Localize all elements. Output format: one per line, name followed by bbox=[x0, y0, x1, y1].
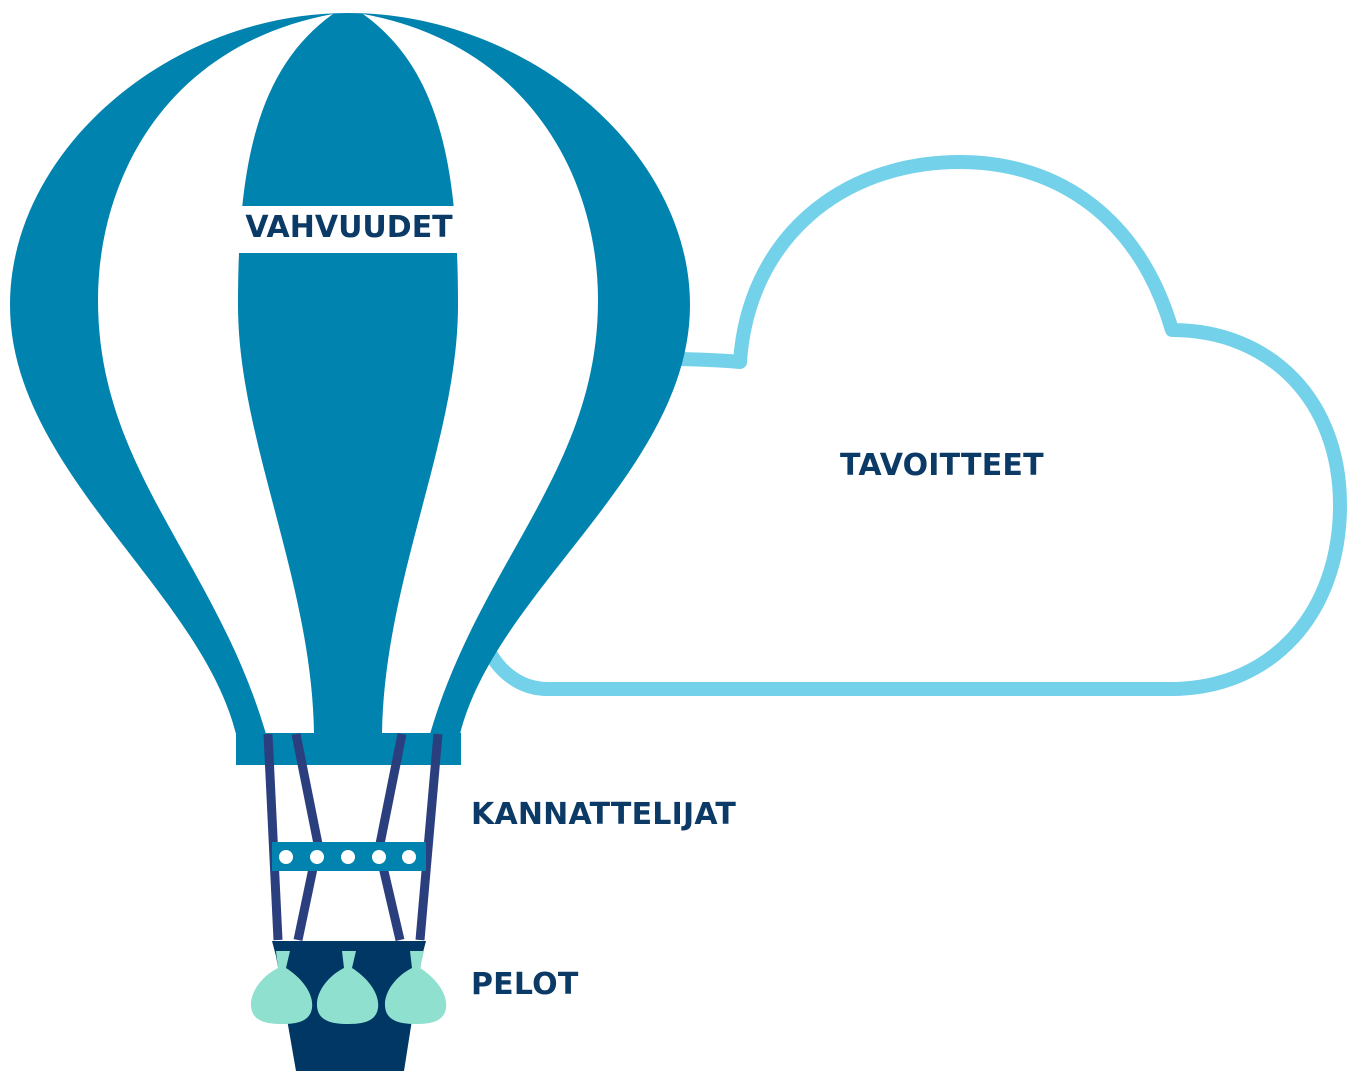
label-band bbox=[230, 206, 466, 253]
ropes bbox=[263, 733, 443, 942]
fears-label: PELOT bbox=[471, 967, 579, 1002]
load-ring-dots bbox=[279, 850, 416, 864]
goals-label: TAVOITTEET bbox=[840, 448, 1044, 483]
balloon-right-panel bbox=[363, 14, 598, 734]
supporters-label: KANNATTELIJAT bbox=[471, 797, 737, 832]
sandbag-icon bbox=[250, 951, 447, 1024]
strengths-label: VAHVUUDET bbox=[245, 210, 453, 245]
balloon-left-panel bbox=[98, 14, 333, 734]
